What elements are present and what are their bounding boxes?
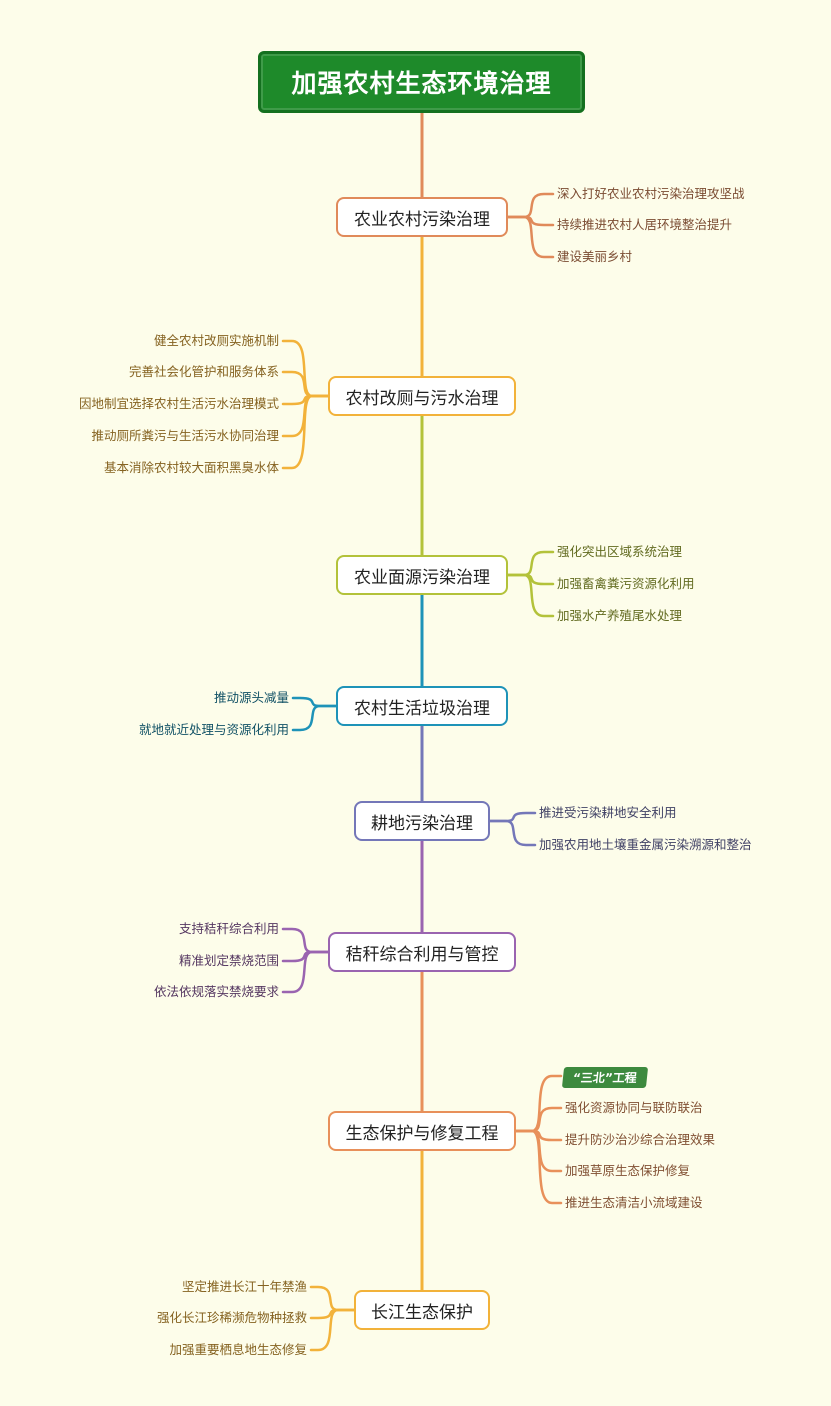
- leaf-item: 就地就近处理与资源化利用: [138, 722, 289, 737]
- leaf-item: 加强农用地土壤重金属污染溯源和整治: [539, 837, 752, 852]
- leaf-item: 深入打好农业农村污染治理攻坚战: [557, 186, 745, 201]
- leaf-item: 精准划定禁烧范围: [178, 953, 279, 968]
- leaf-item: 建设美丽乡村: [557, 249, 633, 264]
- branch-node: 秸秆综合利用与管控: [328, 932, 516, 972]
- leaf-item: 坚定推进长江十年禁渔: [181, 1279, 307, 1294]
- leaf-item: 基本消除农村较大面积黑臭水体: [103, 460, 279, 475]
- branch-node: 农村生活垃圾治理: [336, 686, 508, 726]
- leaf-connector: [506, 192, 555, 219]
- leaf-connector: [488, 819, 537, 847]
- branch-node: 生态保护与修复工程: [328, 1111, 516, 1151]
- leaf-item: 推进生态清洁小流域建设: [565, 1195, 703, 1210]
- branch-node: 长江生态保护: [354, 1290, 490, 1330]
- leaf-connector: [281, 927, 330, 954]
- leaf-item: 推动厕所粪污与生活污水协同治理: [91, 428, 279, 443]
- leaf-connector: [506, 573, 555, 618]
- branch-node: 农村改厕与污水治理: [328, 376, 516, 416]
- leaf-item: 加强重要栖息地生态修复: [169, 1342, 307, 1357]
- leaf-connector: [291, 704, 338, 732]
- leaf-connector: [506, 550, 555, 577]
- leaf-item: 加强水产养殖尾水处理: [557, 608, 683, 623]
- branch-node: 耕地污染治理: [354, 801, 490, 841]
- leaf-item: 强化资源协同与联防联治: [565, 1100, 703, 1115]
- branch-node: 农业农村污染治理: [336, 197, 508, 237]
- leaf-item: 完善社会化管护和服务体系: [128, 364, 279, 379]
- leaf-item: 强化长江珍稀濒危物种拯救: [156, 1310, 307, 1325]
- leaf-item: 强化突出区域系统治理: [557, 544, 683, 559]
- leaf-connector: [514, 1129, 563, 1205]
- leaf-item: 因地制宜选择农村生活污水治理模式: [78, 396, 279, 411]
- leaf-item: 推动源头减量: [213, 690, 289, 705]
- leaf-item: 支持秸秆综合利用: [178, 921, 279, 936]
- leaf-connector: [309, 1308, 356, 1352]
- leaf-connector: [506, 215, 555, 259]
- leaf-connector: [309, 1285, 356, 1312]
- root-title: 加强农村生态环境治理: [258, 51, 585, 113]
- leaf-item: 提升防沙治沙综合治理效果: [565, 1132, 716, 1147]
- leaf-item: 加强畜禽粪污资源化利用: [557, 576, 695, 591]
- leaf-item: 加强草原生态保护修复: [565, 1163, 691, 1178]
- branch-node: 农业面源污染治理: [336, 555, 508, 595]
- section-tag: “三北”工程: [561, 1067, 648, 1088]
- leaf-item: 推进受污染耕地安全利用: [539, 805, 677, 820]
- leaf-item: 依法依规落实禁烧要求: [153, 984, 279, 999]
- leaf-item: 健全农村改厕实施机制: [153, 333, 279, 348]
- leaf-connector: [281, 394, 330, 470]
- leaf-connector: [281, 950, 330, 994]
- leaf-item: 持续推进农村人居环境整治提升: [557, 217, 733, 232]
